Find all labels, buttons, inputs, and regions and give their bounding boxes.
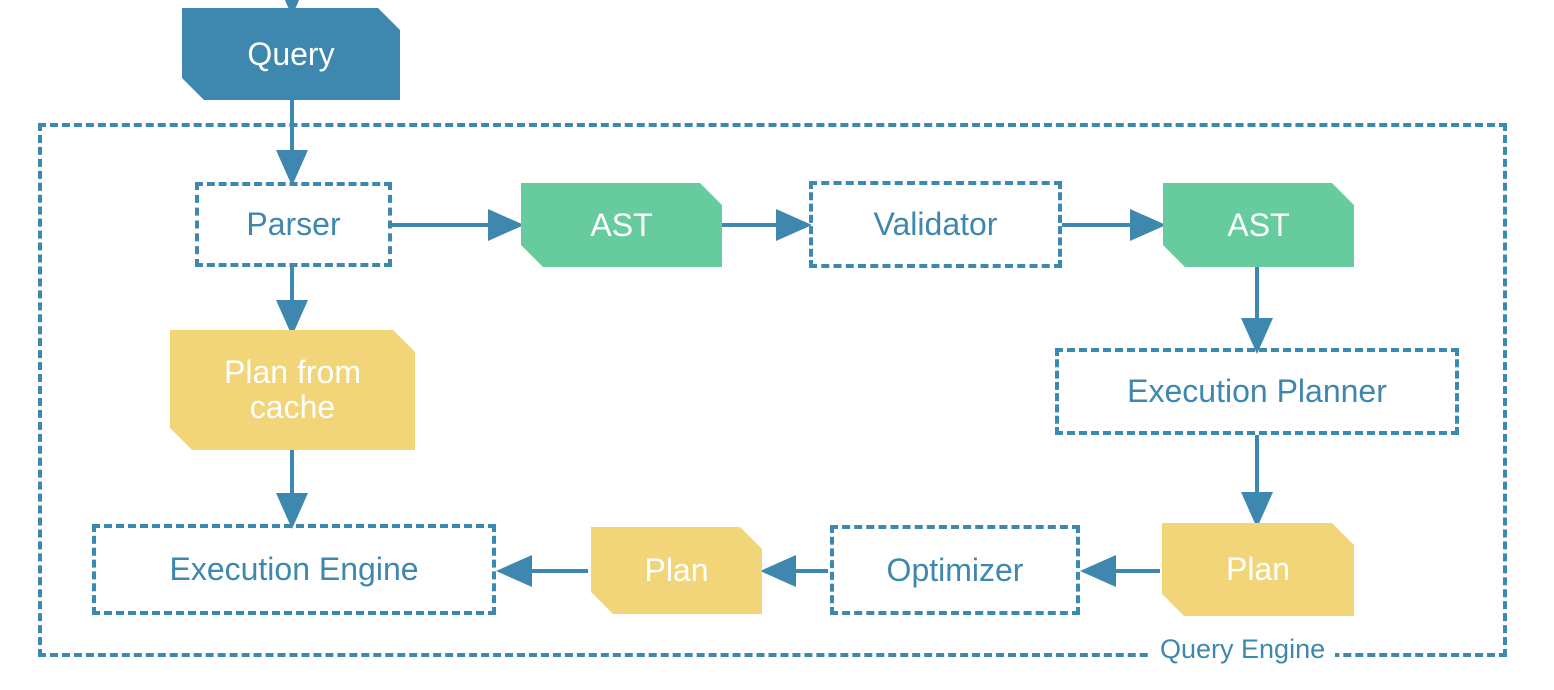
node-plan-middle-label: Plan	[644, 552, 709, 589]
node-validator-label: Validator	[873, 206, 998, 243]
node-execution-engine-label: Execution Engine	[169, 551, 419, 588]
node-parser[interactable]: Parser	[195, 182, 392, 267]
node-execution-engine[interactable]: Execution Engine	[92, 524, 496, 615]
node-optimizer[interactable]: Optimizer	[830, 525, 1080, 615]
node-plan-middle[interactable]: Plan	[591, 527, 762, 614]
query-engine-container	[38, 123, 1507, 657]
node-execution-planner-label: Execution Planner	[1127, 373, 1387, 410]
node-ast-2-label: AST	[1227, 206, 1290, 243]
node-query[interactable]: Query	[182, 8, 400, 100]
node-plan-from-cache[interactable]: Plan from cache	[170, 330, 415, 450]
node-plan-right-label: Plan	[1225, 551, 1291, 588]
node-execution-planner[interactable]: Execution Planner	[1055, 348, 1459, 435]
node-ast-1-label: AST	[590, 206, 653, 243]
query-engine-label: Query Engine	[1150, 634, 1336, 665]
node-plan-from-cache-label: Plan from cache	[224, 354, 361, 425]
node-plan-right[interactable]: Plan	[1162, 523, 1354, 616]
node-optimizer-label: Optimizer	[886, 551, 1024, 588]
node-ast-2[interactable]: AST	[1163, 183, 1354, 267]
node-parser-label: Parser	[246, 206, 341, 243]
node-query-label: Query	[247, 35, 335, 72]
node-validator[interactable]: Validator	[809, 181, 1062, 268]
node-ast-1[interactable]: AST	[521, 183, 722, 267]
